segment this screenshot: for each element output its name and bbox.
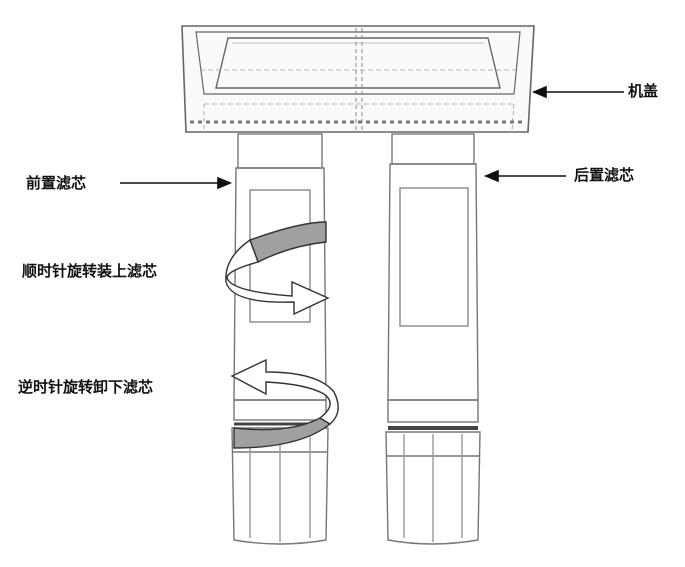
pointer-arrows	[120, 85, 624, 190]
front-filter	[231, 133, 329, 545]
clockwise-rotation-arrow	[225, 221, 330, 316]
rear-filter	[385, 133, 481, 545]
cover-label: 机盖	[628, 82, 659, 100]
counterclockwise-remove-label: 逆时针旋转卸下滤芯	[18, 378, 154, 396]
rear-filter-label: 后置滤芯	[574, 166, 635, 184]
counterclockwise-rotation-arrow	[230, 358, 339, 449]
clockwise-install-label: 顺时针旋转装上滤芯	[22, 262, 158, 280]
front-filter-label: 前置滤芯	[26, 174, 87, 192]
machine-cover	[181, 25, 535, 133]
